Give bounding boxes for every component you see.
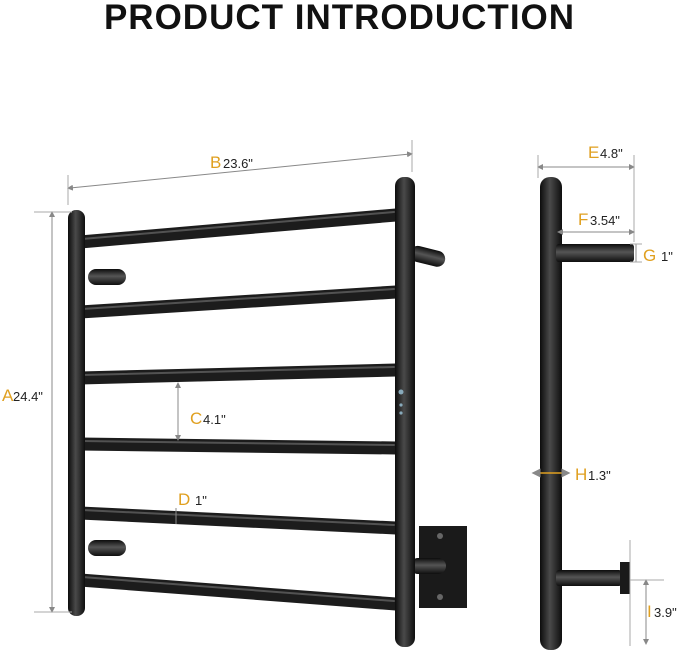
side-wall-flange [620, 562, 630, 594]
right-upper-mount [409, 245, 446, 267]
side-upper-arm [556, 244, 634, 262]
dim-b-line [67, 151, 413, 191]
page-title: PRODUCT INTRODUCTION [103, 0, 576, 37]
dim-e-letter: E [588, 143, 599, 162]
plate-screw-top [437, 533, 443, 539]
plate-connector [410, 558, 446, 574]
rail-3 [73, 363, 403, 385]
dim-f-value: 3.54" [590, 213, 620, 228]
dim-d-value: 1" [195, 493, 207, 508]
dim-f-letter: F [578, 210, 588, 229]
power-button-icon [398, 389, 404, 395]
indicator-light-1 [399, 403, 403, 407]
left-upper-mount [88, 269, 126, 285]
dim-i-letter: I [647, 602, 652, 621]
dim-c-value: 4.1" [203, 412, 226, 427]
dim-b-letter: B [210, 153, 221, 172]
dim-g-letter: G [643, 246, 656, 265]
left-lower-mount [88, 540, 126, 556]
dim-h-letter: H [575, 465, 587, 484]
dim-a-letter: A [2, 386, 14, 405]
dim-e-value: 4.8" [600, 146, 623, 161]
side-post [540, 177, 562, 650]
dim-i-value: 3.9" [654, 605, 677, 620]
side-lower-arm [556, 570, 622, 586]
left-post [68, 210, 85, 616]
rail-4 [73, 437, 403, 455]
dim-b-value: 23.6" [223, 156, 253, 171]
indicator-light-2 [399, 411, 403, 415]
plate-screw-bottom [437, 594, 443, 600]
dim-c-letter: C [190, 409, 202, 428]
rail-1 [73, 208, 403, 249]
dim-d-letter: D [178, 490, 190, 509]
side-view: E 4.8" F 3.54" G 1" H 1.3" I 3.9" [531, 143, 677, 650]
rail-5 [73, 506, 403, 535]
dim-g-value: 1" [661, 249, 673, 264]
right-post [395, 177, 415, 647]
front-view: B 23.6" A 24.4" C 4.1" D 1" [2, 140, 467, 647]
dim-h-value: 1.3" [588, 468, 611, 483]
dim-a-value: 24.4" [13, 389, 43, 404]
rail-6 [73, 573, 403, 611]
rail-2 [73, 285, 403, 319]
